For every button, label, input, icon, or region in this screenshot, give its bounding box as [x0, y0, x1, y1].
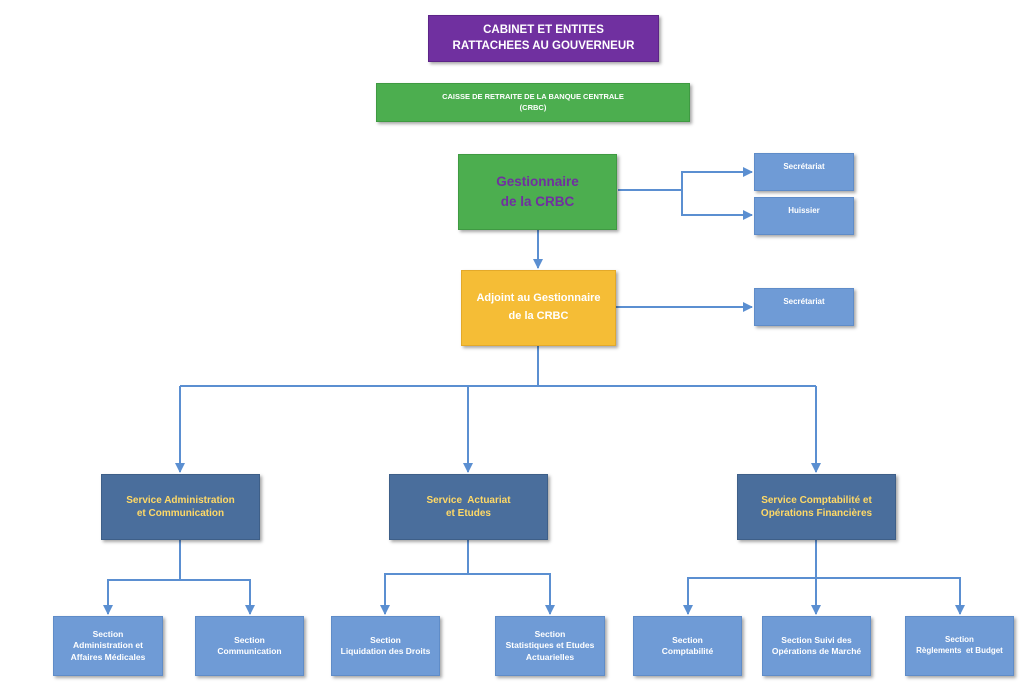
connector-admin-bus: [103, 540, 181, 615]
secretariat-label-2: Secrétariat: [783, 297, 825, 306]
cabinet-box: CABINET ET ENTITES RATTACHEES AU GOUVERN…: [428, 15, 659, 62]
adjoint-box: Adjoint au Gestionnaire de la CRBC: [461, 270, 616, 346]
connector-actuariat-statistiques: [468, 573, 555, 615]
section-statistiques-box: Section Statistiques et Etudes Actuariel…: [495, 616, 605, 676]
caisse-label-line2: (CRBC): [519, 102, 547, 112]
connector-compta-bus: [683, 540, 817, 615]
service-comptabilite-line2: Opérations Financières: [760, 508, 873, 519]
connector-admin-communication: [180, 579, 255, 615]
service-actuariat-box: Service Actuariat et Etudes: [389, 474, 548, 540]
secretariat-label-1: Secrétariat: [783, 162, 825, 171]
section-communication-box: Section Communication: [195, 616, 304, 676]
section-liquidation-line1: Section: [370, 634, 401, 645]
section-reglements-box: Section Règlements et Budget: [905, 616, 1014, 676]
service-administration-line1: Service Administration: [126, 494, 235, 506]
section-liquidation-box: Section Liquidation des Droits: [331, 616, 440, 676]
secretariat-box-1: Secrétariat: [754, 153, 854, 191]
caisse-box: CAISSE DE RETRAITE DE LA BANQUE CENTRALE…: [376, 83, 690, 122]
service-comptabilite-box: Service Comptabilité et Opérations Finan…: [737, 474, 896, 540]
connector-gestionnaire-huissier: [681, 190, 753, 220]
section-suivi-operations-box: Section Suivi des Opérations de Marché: [762, 616, 871, 676]
section-reglements-line1: Section: [945, 635, 974, 645]
service-administration-line2: et Communication: [136, 508, 225, 519]
service-comptabilite-line1: Service Comptabilité et: [761, 494, 872, 506]
section-administration-line2: Administration et: [73, 640, 143, 651]
section-comptabilite-line1: Section: [672, 634, 703, 645]
section-suivi-operations-line2: Opérations de Marché: [771, 646, 862, 656]
section-reglements-line2: Règlements et Budget: [916, 646, 1003, 655]
adjoint-label-line1: Adjoint au Gestionnaire: [476, 292, 601, 305]
service-actuariat-line2: et Etudes: [445, 508, 491, 519]
section-communication-line2: Communication: [217, 646, 282, 656]
section-comptabilite-box: Section Comptabilité: [633, 616, 742, 676]
service-administration-box: Service Administration et Communication: [101, 474, 260, 540]
connector-gestionnaire-secretariat: [618, 167, 753, 191]
section-statistiques-line3: Actuarielles: [525, 651, 575, 662]
huissier-label: Huissier: [788, 206, 820, 215]
section-suivi-operations-line1: Section Suivi des: [781, 634, 852, 645]
service-actuariat-line1: Service Actuariat: [426, 494, 511, 506]
gestionnaire-label-line2: de la CRBC: [500, 194, 575, 209]
section-communication-line1: Section: [234, 634, 265, 645]
connector-compta-reglements: [816, 577, 965, 615]
caisse-label-line1: CAISSE DE RETRAITE DE LA BANQUE CENTRALE: [442, 92, 624, 102]
section-administration-box: Section Administration et Affaires Médic…: [53, 616, 163, 676]
gestionnaire-box: Gestionnaire de la CRBC: [458, 154, 617, 230]
section-statistiques-line1: Section: [534, 628, 566, 639]
cabinet-label-line1: CABINET ET ENTITES: [483, 23, 604, 36]
section-administration-line1: Section: [92, 628, 124, 639]
secretariat-box-2: Secrétariat: [754, 288, 854, 326]
gestionnaire-label-line1: Gestionnaire: [496, 173, 579, 189]
section-liquidation-line2: Liquidation des Droits: [340, 646, 431, 656]
connector-actuariat-bus: [380, 540, 469, 615]
section-comptabilite-line2: Comptabilité: [661, 646, 714, 656]
section-statistiques-line2: Statistiques et Etudes: [505, 640, 595, 651]
section-administration-line3: Affaires Médicales: [70, 651, 146, 662]
adjoint-label-line2: de la CRBC: [508, 310, 569, 322]
cabinet-label-line2: RATTACHEES AU GOUVERNEUR: [452, 39, 635, 52]
huissier-box: Huissier: [754, 197, 854, 235]
